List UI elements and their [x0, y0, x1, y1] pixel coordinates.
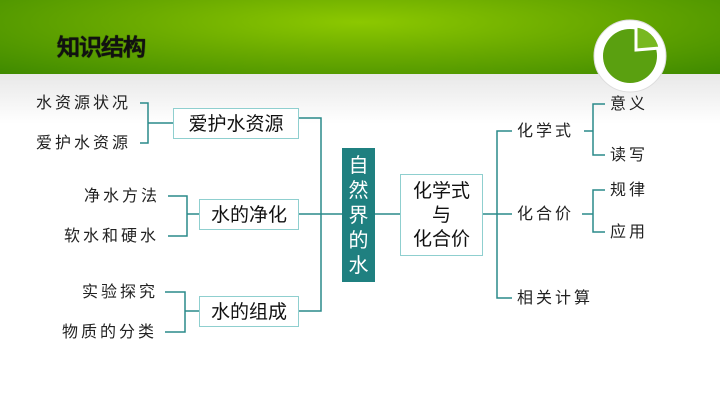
- pie-chart-logo-icon: [593, 19, 667, 93]
- leaf-read-write: 读写: [610, 145, 649, 164]
- center-char: 水: [348, 252, 369, 277]
- leaf-application: 应用: [610, 222, 649, 241]
- branch-formula: 化学式: [517, 121, 575, 140]
- node-water-purification: 水的净化: [199, 199, 299, 230]
- center-char: 然: [348, 177, 369, 202]
- branch-calculation: 相关计算: [517, 288, 594, 307]
- node-water-composition: 水的组成: [199, 296, 299, 327]
- leaf-meaning: 意义: [610, 94, 649, 113]
- central-node: 自 然 界 的 水: [342, 148, 375, 282]
- leaf-experiment: 实验探究: [82, 282, 159, 301]
- leaf-soft-hard-water: 软水和硬水: [64, 226, 160, 245]
- branch-valence: 化合价: [517, 204, 575, 223]
- node-formula-valence: 化学式 与 化合价: [400, 174, 483, 256]
- page-title: 知识结构: [57, 35, 146, 61]
- leaf-protect-water: 爱护水资源: [36, 133, 132, 152]
- node-protect-water: 爱护水资源: [173, 108, 299, 139]
- node-line: 与: [431, 204, 451, 226]
- node-line: 化学式: [412, 180, 470, 202]
- center-char: 自: [348, 152, 369, 177]
- leaf-purification-methods: 净水方法: [84, 186, 161, 205]
- center-char: 的: [348, 227, 369, 252]
- leaf-rules: 规律: [610, 180, 649, 199]
- header-strip: [0, 74, 720, 124]
- leaf-classification: 物质的分类: [62, 322, 158, 341]
- leaf-water-resource-status: 水资源状况: [36, 93, 132, 112]
- center-char: 界: [348, 202, 369, 227]
- node-line: 化合价: [412, 228, 470, 250]
